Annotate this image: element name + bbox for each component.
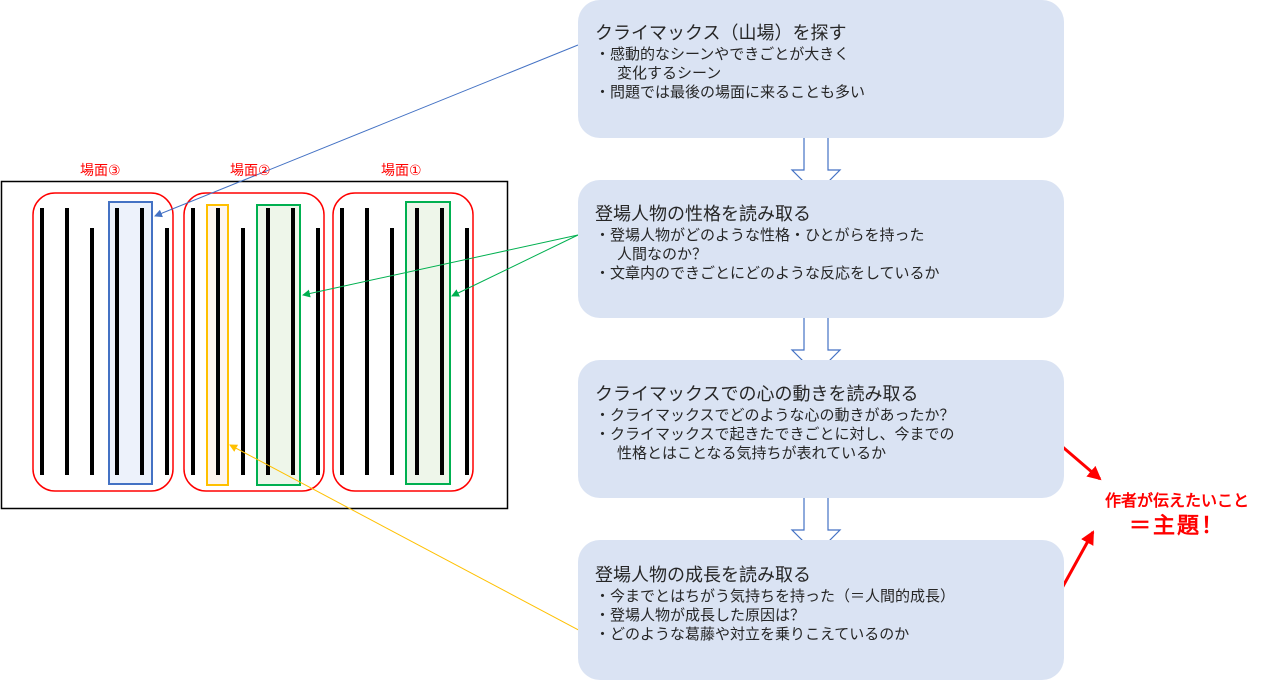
growth-connector: [229, 444, 604, 644]
step-item: ・どのような葛藤や対立を乗りこえているのか: [595, 625, 910, 643]
step-item: ・感動的なシーンやできごとが大きく: [595, 45, 850, 63]
scene-groups: [32, 192, 474, 492]
character-connector-scene1: [451, 234, 579, 297]
step-item: 性格とはことなる気持ちが表れているか: [617, 444, 887, 462]
flow-step-climax-emotion: クライマックスでの心の動きを読み取る ・クライマックスでどのような心の動きがあっ…: [578, 360, 1064, 498]
step-item: ・クライマックスでどのような心の動きがあったか？: [595, 406, 955, 424]
step-item: ・登場人物が成長した原因は？: [595, 606, 806, 624]
flow-step-find-climax: クライマックス（山場）を探す ・感動的なシーンやできごとが大きく 変化するシーン…: [578, 0, 1064, 138]
scene-2-group: [183, 192, 325, 492]
step-item: ・問題では最後の場面に来ることも多い: [595, 83, 866, 101]
theme-line-2: ＝主題！: [1128, 514, 1225, 539]
climax-connector: [154, 44, 579, 218]
scene-3-group: [32, 192, 174, 492]
step-title: 登場人物の性格を読み取る: [595, 204, 811, 225]
flow-step-character-personality: 登場人物の性格を読み取る ・登場人物がどのような性格・ひとがらを持った 人間なの…: [578, 180, 1064, 318]
character-connector-scene2: [302, 234, 579, 298]
scene-1-group: [332, 192, 474, 492]
step-item: 人間なのか？: [617, 245, 708, 263]
theme-line-1: 作者が伝えたいこと: [1104, 491, 1249, 510]
flow-step-character-growth: 登場人物の成長を読み取る ・今までとはちがう気持ちを持った（＝人間的成長） ・登…: [578, 540, 1064, 680]
scene-label-2: 場面②: [230, 163, 271, 179]
scene-label-3: 場面③: [80, 163, 121, 179]
step-item: ・今までとはちがう気持ちを持った（＝人間的成長）: [595, 587, 956, 605]
step-item: ・クライマックスで起きたできごとに対し、今までの: [595, 425, 955, 443]
step-item: ・登場人物がどのような性格・ひとがらを持った: [595, 226, 925, 244]
step-title: クライマックス（山場）を探す: [595, 23, 847, 44]
step-item: 変化するシーン: [617, 64, 722, 82]
step-title: 登場人物の成長を読み取る: [595, 565, 811, 586]
text-lines: [40, 208, 469, 475]
step-title: クライマックスでの心の動きを読み取る: [595, 384, 919, 405]
step-item: ・文章内のできごとにどのような反応をしているか: [595, 264, 940, 282]
theme-label: 作者が伝えたいこと ＝主題！: [1082, 490, 1272, 542]
scene-label-1: 場面①: [381, 163, 422, 179]
